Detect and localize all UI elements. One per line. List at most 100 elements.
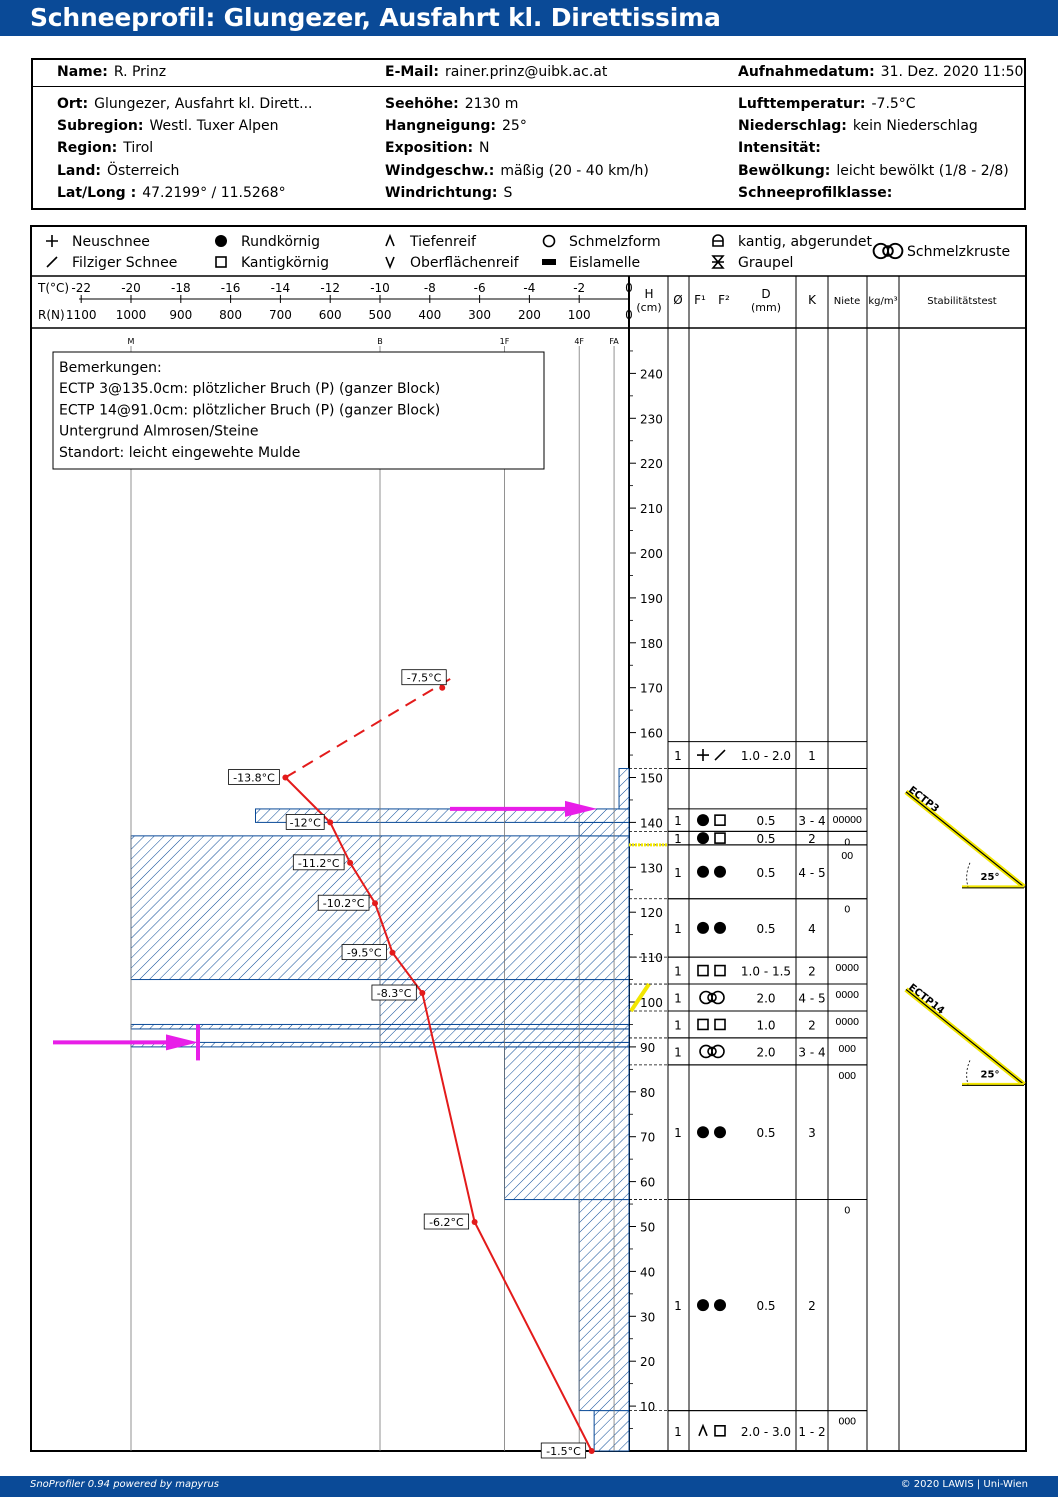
height-tick-label: 170 [640,682,663,696]
angle-arc [966,1060,971,1085]
height-tick-label: 180 [640,637,663,651]
remarks-line: Standort: leicht eingewehte Mulde [59,445,300,461]
open-square-icon [714,1424,726,1437]
r-tick-label: 900 [169,308,192,322]
plus-icon [697,749,709,762]
footer-copyright: © 2020 LAWIS | Uni-Wien [900,1479,1028,1490]
hardness-layer [578,1199,630,1412]
meta-niederschlag: Niederschlag:kein Niederschlag [738,118,978,134]
remarks-box-frame [52,351,545,470]
r-tick-label: 500 [369,308,392,322]
row-d: 2.0 - 3.0 [741,1425,791,1439]
height-tick-label: 160 [640,727,663,741]
remarks-line: Untergrund Almrosen/Steine [59,424,258,440]
height-tick-label: 110 [640,951,663,965]
metadata-panel: Name:R. Prinz E-Mail:rainer.prinz@uibk.a… [31,58,1026,210]
legend-item: kantig, abgerundet [712,234,872,250]
legend-label: Schmelzkruste [907,244,1010,260]
stability-test-name: ECTP14 [906,982,946,1017]
filled-circle-icon [697,814,709,827]
t-tick-label: -20 [121,281,141,295]
row-niete: 00000 [832,815,861,826]
height-tick-label: 150 [640,772,663,786]
markers [53,800,597,1061]
r-tick-label: 800 [219,308,242,322]
remarks-box: Bemerkungen:ECTP 3@135.0cm: plötzlicher … [52,351,545,470]
row-d: 0.5 [756,1126,775,1140]
temperature-label-box [540,1442,587,1459]
temperature-label-box [341,944,387,961]
marker-arrow-head [565,800,597,817]
caret-up-icon [698,1423,708,1437]
row-k: 1 - 2 [798,1425,825,1439]
temperature-label: -12°C [290,816,321,829]
filled-circle-icon [697,921,709,934]
row-d: 0.5 [756,814,775,828]
height-tick-label: 20 [640,1355,655,1369]
r-tick-label: 300 [468,308,491,322]
main-frame [30,225,1027,1452]
metadata-divider [33,86,1024,87]
temperature-point [588,1448,595,1454]
temperature-label-box [228,769,280,785]
melt-crust-icon [887,242,904,260]
meta-lufttemp: Lufttemperatur:-7.5°C [738,96,916,112]
hardness-layer [618,768,630,810]
hardness-layer [255,808,630,823]
legend-item: Rundkörnig [215,234,320,250]
hardness-label: 4F [574,337,584,346]
row-d: 0.5 [756,922,775,936]
meta-ort: Ort:Glungezer, Ausfahrt kl. Dirett... [57,96,313,112]
row-d: 2.0 [756,992,775,1006]
r-axis-label: R(N) [38,308,65,322]
stability-angle: 25° [981,1069,1000,1080]
meta-date: Aufnahmedatum:31. Dez. 2020 11:50 [738,64,1024,80]
temperature-label: -1.5°C [546,1445,581,1458]
open-square-icon [714,1018,726,1031]
t-axis-label: T(°C) [37,281,69,295]
hardness-label: 1F [500,337,510,346]
slash-icon [714,749,726,761]
row-diameter: 1 [674,814,682,828]
row-k: 2 [808,832,816,846]
melt-crust-icon [711,990,725,1005]
height-tick-label: 220 [640,457,663,471]
height-tick-label: 10 [640,1400,655,1414]
col-f2: F² [718,293,730,307]
r-tick-label: 0 [625,308,633,322]
open-square-icon [697,964,709,977]
meta-profilklasse: Schneeprofilklasse: [738,185,893,201]
meta-seehoehe: Seehöhe:2130 m [385,96,519,112]
legend-label: kantig, abgerundet [738,234,872,250]
meta-region: Region:Tirol [57,140,154,156]
row-niete: 00 [841,851,853,862]
filled-circle-icon [697,1299,709,1312]
row-niete: 000 [838,1071,856,1082]
row-diameter: 1 [674,1018,682,1032]
filled-circle-icon [697,832,709,845]
graupel-icon [711,255,725,269]
caret-up-icon [385,233,395,247]
t-tick-label: -4 [523,281,535,295]
col-density: kg/m³ [868,296,897,307]
r-tick-label: 1000 [116,308,147,322]
title-bar: Schneeprofil: Glungezer, Ausfahrt kl. Di… [0,0,1058,36]
row-diameter: 1 [674,749,682,763]
row-k: 2 [808,1299,816,1313]
open-square-icon [714,832,726,844]
temperature-label-box [423,1213,470,1230]
row-k: 3 - 4 [798,814,825,828]
row-k: 4 [808,922,816,936]
meta-windrichtung: Windrichtung:S [385,185,513,201]
air-temperature-line [284,676,453,779]
